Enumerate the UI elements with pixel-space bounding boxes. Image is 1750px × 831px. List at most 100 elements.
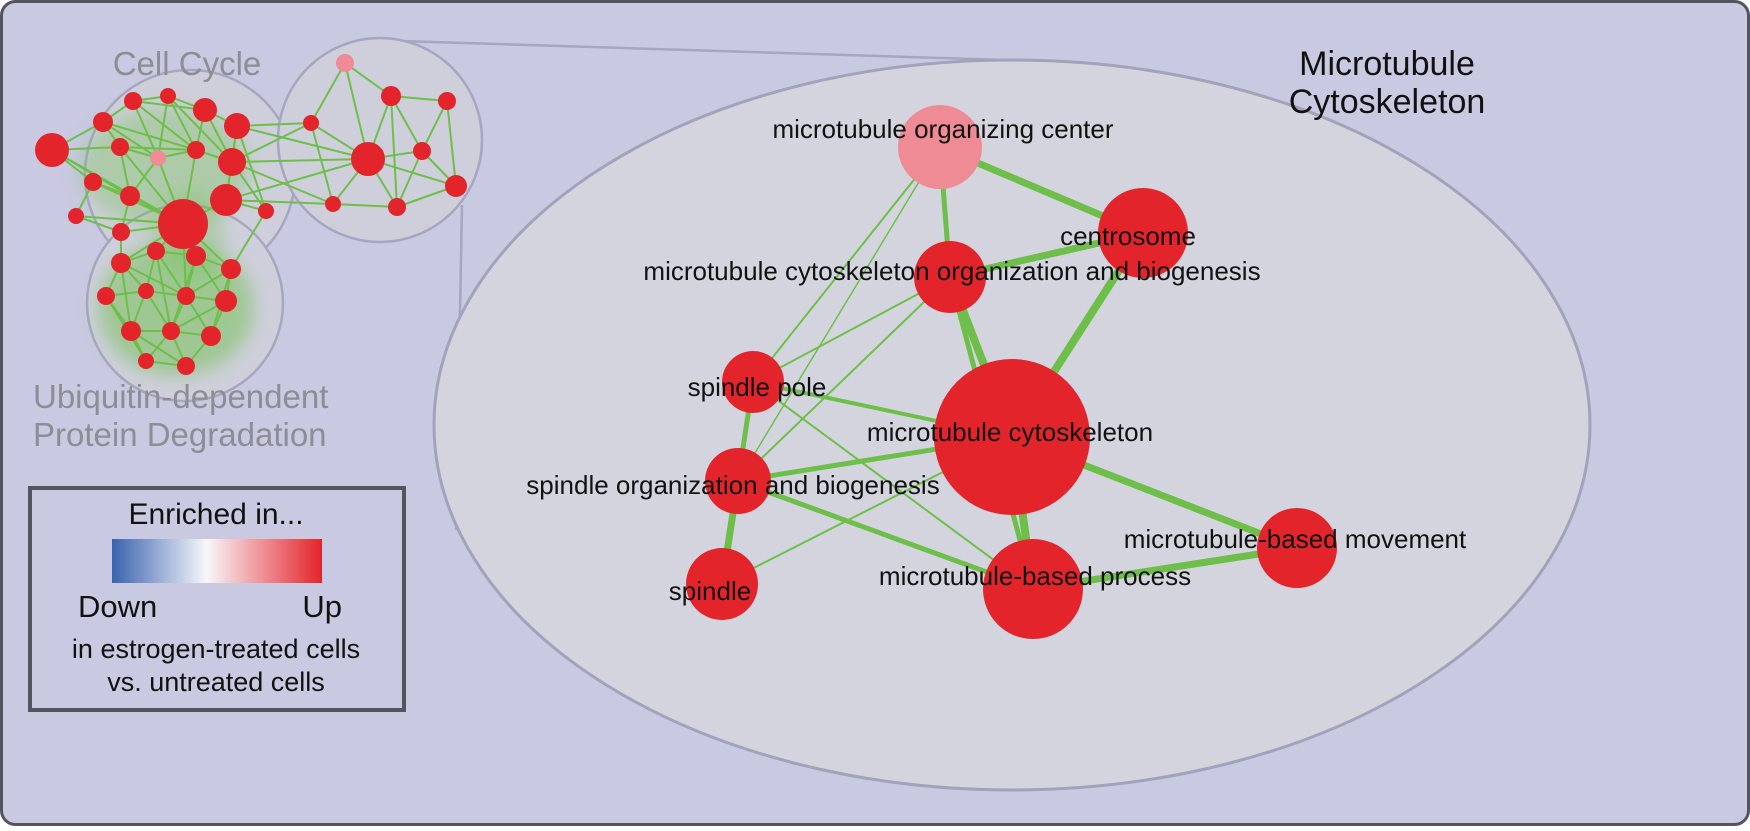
legend-title: Enriched in... bbox=[128, 498, 303, 531]
legend: Enriched in... Down Up in estrogen-treat… bbox=[28, 486, 406, 712]
overview-node bbox=[138, 353, 154, 369]
overview-node bbox=[35, 133, 69, 167]
zoom-network-nodes bbox=[686, 105, 1337, 639]
overview-nodes bbox=[35, 54, 467, 375]
node-label-mt-based-movement: microtubule-based movement bbox=[1124, 524, 1467, 554]
node-label-centrosome: centrosome bbox=[1060, 221, 1196, 251]
overview-edge bbox=[310, 62, 346, 124]
overview-node bbox=[218, 148, 246, 176]
overview-edge bbox=[102, 121, 159, 159]
zoom-title-line2: Cytoskeleton bbox=[1289, 83, 1486, 121]
overview-node bbox=[68, 208, 84, 224]
node-spindle-org bbox=[705, 448, 771, 514]
overview-edge bbox=[119, 146, 197, 151]
overview-node bbox=[177, 357, 195, 375]
overview-node bbox=[381, 86, 401, 106]
overview-node bbox=[215, 290, 237, 312]
overview-node bbox=[336, 54, 354, 72]
overview-edge bbox=[130, 330, 187, 367]
overview-edge bbox=[236, 125, 369, 160]
node-label-spindle-org: spindle organization and biogenesis bbox=[526, 470, 939, 500]
overview-edge bbox=[132, 100, 206, 111]
node-label-mt-cytoskeleton-org: microtubule cytoskeleton organization an… bbox=[643, 256, 1260, 286]
overview-edge bbox=[230, 210, 267, 270]
overview-node bbox=[147, 242, 165, 260]
overview-node bbox=[193, 98, 217, 122]
overview-node bbox=[138, 283, 154, 299]
overview-node bbox=[210, 184, 242, 216]
overview-node bbox=[84, 173, 102, 191]
overview-node bbox=[158, 199, 208, 249]
overview-edge bbox=[310, 122, 334, 205]
node-label-spindle-pole: spindle pole bbox=[688, 372, 827, 402]
overview-node bbox=[186, 246, 206, 266]
overview-node bbox=[124, 92, 142, 110]
overview-node bbox=[438, 92, 456, 110]
overview-edge bbox=[396, 150, 423, 208]
overview-edge bbox=[167, 95, 233, 163]
node-mt-cytoskeleton-org bbox=[914, 241, 986, 313]
edge-mt-cytoskeleton-org--spindle-org bbox=[737, 276, 951, 482]
overview-node bbox=[325, 196, 341, 212]
cluster-label-ubiquitin-line1: Ubiquitin-dependent bbox=[33, 378, 328, 415]
node-label-spindle: spindle bbox=[669, 576, 751, 606]
node-label-mt-cytoskeleton: microtubule cytoskeleton bbox=[867, 417, 1153, 447]
overview-node bbox=[177, 287, 195, 305]
overview-node bbox=[413, 142, 431, 160]
edge-microtubule-organizing-center--spindle-pole bbox=[752, 146, 941, 383]
overview-edge bbox=[231, 122, 312, 163]
edge-microtubule-organizing-center--spindle-org bbox=[737, 146, 941, 482]
overview-node bbox=[201, 326, 221, 346]
callout-line bbox=[399, 39, 1006, 62]
node-label-mt-based-process: microtubule-based process bbox=[879, 561, 1191, 591]
legend-gradient-bar bbox=[112, 539, 322, 583]
legend-caption-line2: vs. untreated cells bbox=[107, 667, 325, 697]
overview-edge bbox=[225, 199, 334, 205]
overview-edge bbox=[102, 121, 197, 151]
overview-edge bbox=[132, 100, 197, 151]
overview-edge bbox=[390, 95, 398, 208]
node-centrosome bbox=[1098, 188, 1188, 278]
overview-edge bbox=[446, 100, 457, 187]
node-label-microtubule-organizing-center: microtubule organizing center bbox=[772, 114, 1113, 144]
overview-edge bbox=[155, 250, 187, 297]
zoom-title-line1: Microtubule bbox=[1299, 45, 1475, 83]
overview-node bbox=[351, 142, 385, 176]
edge-mt-cytoskeleton-org--spindle-pole bbox=[752, 276, 951, 383]
overview-node bbox=[150, 150, 166, 166]
node-mt-based-process bbox=[983, 539, 1083, 639]
cluster-label-ubiquitin-line2: Protein Degradation bbox=[33, 416, 327, 453]
node-spindle bbox=[686, 548, 758, 620]
overview-edge bbox=[421, 100, 448, 152]
overview-edge bbox=[332, 203, 398, 208]
legend-caption-line1: in estrogen-treated cells bbox=[72, 634, 360, 664]
overview-node bbox=[121, 321, 141, 341]
overview-node bbox=[187, 141, 205, 159]
overview-node bbox=[112, 223, 130, 241]
edge-spindle-org--mt-based-process bbox=[735, 478, 1036, 592]
legend-up-label: Up bbox=[302, 589, 342, 624]
zoom-network-labels: microtubule organizing center centrosome m… bbox=[526, 114, 1467, 606]
node-mt-based-movement bbox=[1257, 508, 1337, 588]
node-mt-cytoskeleton bbox=[934, 359, 1090, 515]
overview-node bbox=[93, 112, 113, 132]
overview-edge bbox=[236, 125, 267, 212]
overview-node bbox=[120, 186, 140, 206]
overview-edge bbox=[120, 262, 132, 332]
overview-node bbox=[111, 138, 129, 156]
overview-edge bbox=[120, 262, 187, 297]
overview-node bbox=[258, 203, 274, 219]
overview-node bbox=[111, 253, 131, 273]
node-microtubule-organizing-center bbox=[898, 105, 982, 189]
overview-node bbox=[160, 88, 176, 104]
overview-node bbox=[445, 175, 467, 197]
overview-node bbox=[388, 198, 406, 216]
legend-down-label: Down bbox=[78, 589, 157, 624]
legend-box bbox=[28, 486, 406, 712]
overview-node bbox=[97, 287, 115, 305]
overview-edge bbox=[155, 250, 172, 332]
edge-spindle-pole--mt-based-process bbox=[752, 381, 1034, 590]
overview-node bbox=[303, 115, 319, 131]
